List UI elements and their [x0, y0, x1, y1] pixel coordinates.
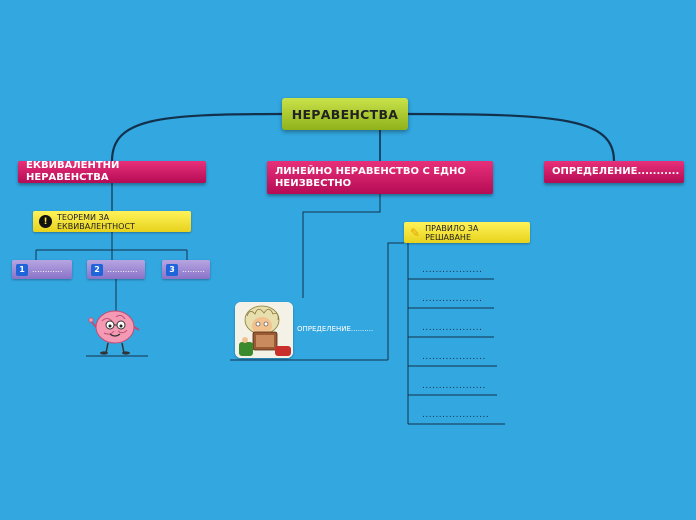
pencil-icon: ✎ — [410, 225, 421, 240]
theorem-item-1[interactable]: 1 ............ — [12, 260, 72, 279]
linear-definition-label[interactable]: ОПРЕДЕЛЕНИЕ.......... — [297, 325, 374, 333]
topic-linear-inequality[interactable]: ЛИНЕЙНО НЕРАВЕНСТВО С ЕДНО НЕИЗВЕСТНО — [267, 161, 493, 194]
root-node[interactable]: НЕРАВЕНСТВА — [282, 98, 408, 130]
subtopic-solving-rule[interactable]: ✎ ПРАВИЛО ЗА РЕШАВАНЕ — [404, 222, 530, 243]
topic-definition[interactable]: ОПРЕДЕЛЕНИЕ........... — [544, 161, 684, 183]
topic-equivalent-inequalities[interactable]: ЕКВИВАЛЕНТНИ НЕРАВЕНСТВА — [18, 160, 206, 183]
rule-item-2[interactable]: .................. — [422, 294, 483, 304]
theorem-item-label: ............ — [32, 265, 63, 274]
topic-label: ЕКВИВАЛЕНТНИ НЕРАВЕНСТВА — [26, 160, 120, 183]
subtopic-label: ПРАВИЛО ЗА РЕШАВАНЕ — [425, 223, 479, 242]
surprised-face-icon: ! — [39, 215, 52, 228]
number-3-icon: 3 — [166, 263, 178, 276]
theorem-item-label: ............ — [107, 265, 138, 274]
rule-item-1[interactable]: .................. — [422, 265, 483, 275]
topic-label: ОПРЕДЕЛЕНИЕ........... — [552, 166, 680, 177]
reading-student-image[interactable] — [235, 302, 293, 358]
rule-item-5[interactable]: ................... — [422, 381, 486, 391]
number-2-icon: 2 — [91, 263, 103, 276]
rule-item-6[interactable]: .................... — [422, 410, 490, 420]
number-1-icon: 1 — [16, 263, 28, 276]
theorem-item-label: ......... — [182, 265, 205, 274]
subtopic-theorems[interactable]: ! ТЕОРЕМИ ЗА ЕКВИВАЛЕНТНОСТ — [33, 211, 191, 232]
topic-label: ЛИНЕЙНО НЕРАВЕНСТВО С ЕДНО НЕИЗВЕСТНО — [275, 165, 466, 189]
brain-character-image[interactable] — [88, 305, 144, 355]
theorem-item-3[interactable]: 3 ......... — [162, 260, 210, 279]
theorem-item-2[interactable]: 2 ............ — [87, 260, 145, 279]
rule-item-4[interactable]: ................... — [422, 352, 486, 362]
root-label: НЕРАВЕНСТВА — [291, 106, 399, 122]
rule-item-3[interactable]: .................. — [422, 323, 483, 333]
subtopic-label: ТЕОРЕМИ ЗА ЕКВИВАЛЕНТНОСТ — [57, 212, 135, 231]
